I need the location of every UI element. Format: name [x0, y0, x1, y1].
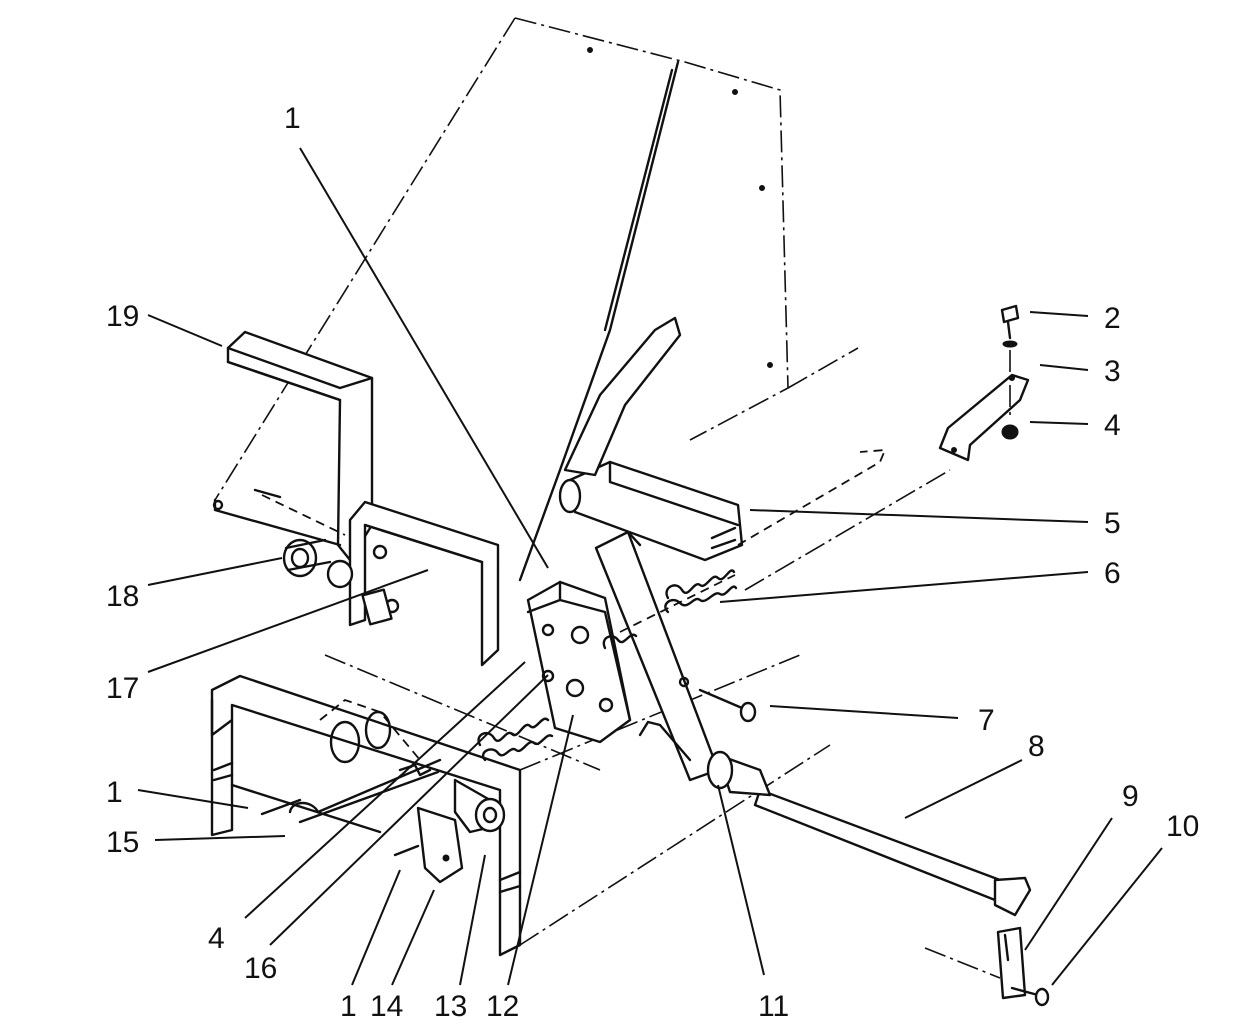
callout-13: 13	[434, 990, 467, 1023]
base-frame	[210, 654, 831, 957]
callout-9: 9	[1122, 780, 1139, 813]
callout-2: 2	[1104, 302, 1121, 335]
plate-17	[348, 500, 500, 667]
callout-11: 11	[758, 990, 789, 1023]
callout-4-left: 4	[208, 922, 225, 955]
knob-18	[253, 488, 354, 589]
spring-6	[602, 448, 951, 650]
pivot-block-12	[526, 580, 632, 744]
callout-18: 18	[106, 580, 139, 613]
callout-1-left: 1	[106, 776, 123, 809]
pedal-arm-5	[558, 316, 744, 782]
bracket-19	[212, 330, 374, 562]
callout-1-top: 1	[284, 102, 301, 135]
bolt-7	[678, 676, 757, 723]
callout-5: 5	[1104, 507, 1121, 540]
push-rod-8	[638, 720, 1032, 917]
callout-17: 17	[106, 672, 139, 705]
clevis-9-10	[924, 926, 1050, 1007]
callout-16: 16	[244, 952, 277, 985]
callout-10: 10	[1166, 810, 1199, 843]
fastener-stack-2-3-4	[938, 304, 1030, 462]
callout-4-right: 4	[1104, 409, 1121, 442]
frame-panel	[214, 17, 859, 582]
callout-1-bottom: 1	[340, 990, 357, 1023]
callout-labels: 1 2 3 4 5 6 7 8 9 10 11 12 13 14 1 16 4 …	[106, 102, 1199, 1023]
callout-19: 19	[106, 300, 139, 333]
callout-6: 6	[1104, 557, 1121, 590]
callout-8: 8	[1028, 730, 1045, 763]
leader-lines	[137, 147, 1163, 986]
callout-14: 14	[370, 990, 403, 1023]
callout-15: 15	[106, 826, 139, 859]
callout-7: 7	[978, 704, 995, 737]
callout-3: 3	[1104, 355, 1121, 388]
callout-12: 12	[486, 990, 519, 1023]
